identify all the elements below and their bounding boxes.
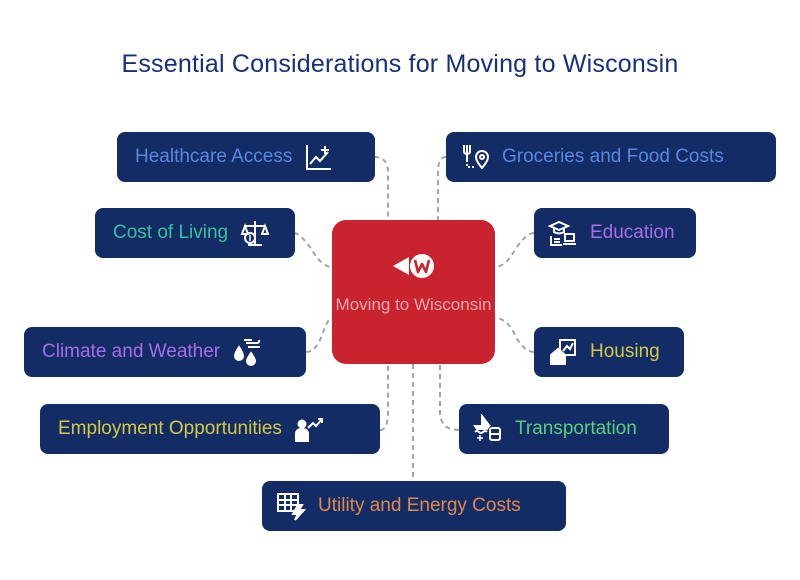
node-groceries-food-costs: Groceries and Food Costs	[446, 132, 776, 182]
central-topic-label: Moving to Wisconsin	[335, 295, 492, 314]
node-cost-of-living: Cost of Living	[95, 208, 295, 258]
node-label: Housing	[590, 341, 660, 362]
node-transportation: Transportation	[459, 404, 669, 454]
node-label: Utility and Energy Costs	[318, 495, 521, 516]
fork-location-icon	[460, 142, 490, 172]
node-label: Healthcare Access	[135, 146, 293, 167]
node-employment-opportunities: Employment Opportunities	[40, 404, 380, 454]
node-label: Climate and Weather	[42, 341, 221, 362]
boat-bus-icon	[473, 414, 503, 444]
house-growth-icon	[548, 337, 578, 367]
connector-transportation	[439, 364, 460, 431]
person-growth-icon	[294, 414, 324, 444]
chart-plus-icon	[304, 142, 334, 172]
central-topic: Moving to Wisconsin	[332, 220, 495, 364]
node-label: Education	[590, 222, 675, 243]
node-climate-weather: Climate and Weather	[24, 327, 306, 377]
graduation-laptop-icon	[548, 218, 578, 248]
connector-healthcare	[373, 156, 389, 220]
node-label: Cost of Living	[113, 222, 229, 243]
node-healthcare-access: Healthcare Access	[117, 132, 375, 182]
connector-employment	[379, 364, 389, 431]
connector-climate	[305, 317, 333, 353]
node-utility-energy-costs: Utility and Energy Costs	[262, 481, 566, 531]
connector-education	[494, 232, 535, 268]
node-education: Education	[534, 208, 696, 258]
node-label: Groceries and Food Costs	[502, 146, 724, 167]
node-label: Employment Opportunities	[58, 418, 282, 439]
connector-housing	[494, 317, 535, 353]
grid-bolt-icon	[276, 491, 306, 521]
node-housing: Housing	[534, 327, 684, 377]
connector-cost-of-living	[293, 232, 333, 268]
dollar-scale-icon	[240, 218, 270, 248]
node-label: Transportation	[515, 418, 637, 439]
connector-groceries	[437, 156, 447, 220]
moving-w-logo-icon	[392, 254, 434, 278]
water-wind-icon	[232, 337, 262, 367]
diagram-title: Essential Considerations for Moving to W…	[121, 50, 679, 78]
